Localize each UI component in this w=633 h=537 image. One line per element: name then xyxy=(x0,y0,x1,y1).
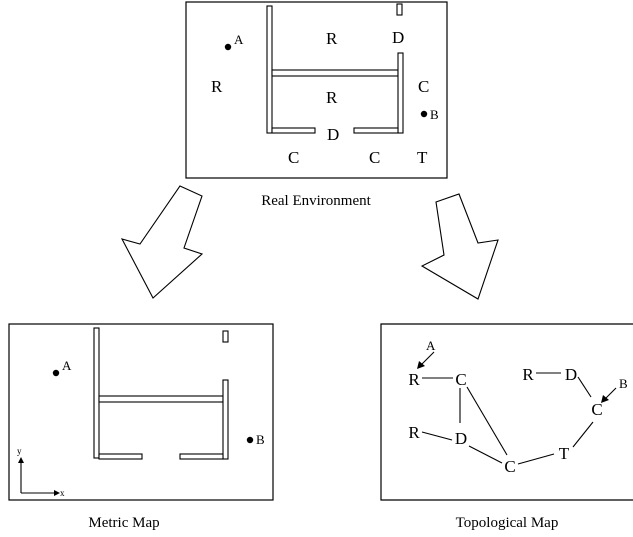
metric-door-mark xyxy=(222,330,229,343)
topo-node-r3: R xyxy=(522,365,534,384)
arrow-to-topological-map xyxy=(420,193,499,300)
metric-wall-vertical-right xyxy=(222,379,229,460)
topological-map-frame xyxy=(380,323,633,501)
topo-point-a-label: A xyxy=(426,338,436,353)
real-wall-bottom-right xyxy=(353,127,399,134)
real-wall-horizontal xyxy=(271,69,399,77)
metric-x-axis-arrowhead xyxy=(54,490,60,496)
topo-edge-t-c3 xyxy=(572,421,594,448)
real-point-a-dot xyxy=(224,43,232,51)
topo-pointer-a-arrowhead xyxy=(417,361,425,369)
metric-map-frame xyxy=(8,323,274,501)
topological-map-panel: A B R C R D C T C D R xyxy=(380,323,633,501)
metric-wall-bottom-left xyxy=(98,453,143,460)
topo-node-c2: C xyxy=(504,457,515,476)
real-point-a-label: A xyxy=(234,32,244,47)
real-environment-frame xyxy=(185,1,448,179)
real-wall-bottom-left xyxy=(271,127,316,134)
topo-node-r1: R xyxy=(408,370,420,389)
metric-map-panel: A B x y xyxy=(8,323,274,501)
real-corridor-label-bottom-right: C xyxy=(369,148,380,167)
real-tjunction-label: T xyxy=(417,148,428,167)
metric-wall-bottom-right xyxy=(179,453,224,460)
real-wall-vertical-left xyxy=(266,5,273,134)
real-room-label-left: R xyxy=(211,77,223,96)
topo-edge-d1-c2 xyxy=(468,445,503,464)
metric-wall-horizontal xyxy=(98,395,224,403)
arrow-to-metric-map xyxy=(120,185,204,299)
metric-map-caption: Metric Map xyxy=(88,515,159,531)
topo-node-d2: D xyxy=(565,365,577,384)
topo-point-b-label: B xyxy=(619,376,628,391)
real-wall-vertical-right xyxy=(397,52,404,134)
real-environment-caption: Real Environment xyxy=(261,193,371,209)
metric-x-axis-label: x xyxy=(60,488,65,498)
real-corridor-label-bottom-left: C xyxy=(288,148,299,167)
topological-map-caption: Topological Map xyxy=(456,515,559,531)
topo-edge-r2-d1 xyxy=(421,431,453,441)
topo-edge-d2-c3 xyxy=(577,376,592,398)
metric-point-b-label: B xyxy=(256,432,265,447)
metric-point-a-dot xyxy=(52,369,60,377)
real-point-b-label: B xyxy=(430,107,439,122)
metric-wall-vertical-left xyxy=(93,327,100,459)
real-point-b-dot xyxy=(420,110,428,118)
real-door-mark xyxy=(396,3,403,16)
metric-y-axis-arrowhead xyxy=(18,457,24,463)
metric-y-axis-label: y xyxy=(17,446,22,456)
topo-edge-c1-c2 xyxy=(466,386,508,456)
real-environment-panel: A B R R R D D C C C T xyxy=(185,1,448,179)
topo-node-r2: R xyxy=(408,423,420,442)
topo-node-c1: C xyxy=(455,370,466,389)
real-door-label-bottom: D xyxy=(327,125,339,144)
metric-point-b-dot xyxy=(246,436,254,444)
topo-pointer-b-arrowhead xyxy=(601,395,609,403)
topo-node-c3: C xyxy=(591,400,602,419)
real-corridor-label-right: C xyxy=(418,77,429,96)
real-door-label-top: D xyxy=(392,28,404,47)
topo-node-d1: D xyxy=(455,429,467,448)
topo-edge-c2-t xyxy=(517,453,555,465)
real-room-label-top: R xyxy=(326,29,338,48)
topo-node-t: T xyxy=(559,444,570,463)
metric-point-a-label: A xyxy=(62,358,72,373)
real-room-label-middle: R xyxy=(326,88,338,107)
